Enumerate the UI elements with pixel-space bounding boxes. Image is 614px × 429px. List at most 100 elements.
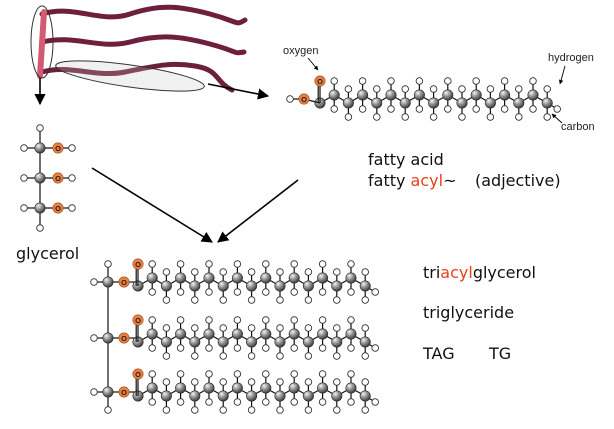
hydrogen-atom	[515, 113, 523, 121]
hydrogen-atom	[176, 398, 185, 406]
hydrogen-atom	[36, 124, 44, 132]
hydrogen-atom	[162, 268, 171, 276]
hydrogen-atom	[233, 316, 242, 324]
hydrogen-atom	[90, 278, 98, 286]
hydrogen-atom	[318, 316, 327, 324]
hydrogen-atom	[344, 113, 353, 121]
glycerol-highlight-ellipse	[30, 5, 54, 79]
arrow-glycerol-to-tag	[91, 167, 213, 243]
carbon-atom	[34, 142, 46, 154]
carbon-atom	[246, 336, 258, 348]
carbon-atom	[34, 172, 46, 184]
oxygen-symbol: O	[55, 204, 61, 213]
hydrogen-atom	[458, 85, 466, 93]
hydrogen-atom	[262, 344, 270, 352]
hydrogen-atom	[262, 398, 270, 406]
hydrogen-atom	[191, 324, 199, 332]
carbon-atom	[246, 280, 258, 292]
hydrogen-atom	[486, 85, 495, 93]
hydrogen-atom	[500, 105, 509, 113]
hydrogen-atom	[262, 370, 270, 378]
hydrogen-atom	[148, 316, 156, 324]
carbon-atom	[274, 390, 286, 402]
hydrogen-atom	[429, 113, 438, 121]
hydrogen-atom	[290, 344, 298, 352]
hydrogen-atom	[304, 378, 313, 386]
carbon-atom	[260, 328, 272, 340]
carbon-atom	[527, 89, 539, 101]
carbon-atom	[359, 336, 371, 348]
carbon-atom	[160, 280, 172, 292]
hydrogen-atom	[290, 288, 298, 296]
carbon-atom	[456, 97, 468, 109]
oxygen-atom	[52, 172, 64, 184]
hydrogen-atom	[233, 370, 242, 378]
hydrogen-atom	[330, 77, 338, 85]
hydrogen-atom	[162, 296, 171, 304]
label-tag: TAG	[423, 344, 455, 363]
label-tg: TG	[489, 344, 512, 363]
hydrogen-atom	[148, 370, 156, 378]
carbon-atom	[231, 272, 243, 284]
hydrogen-atom	[20, 144, 28, 152]
fatty-acid-highlight-ellipse	[55, 60, 205, 92]
hydrogen-atom	[176, 260, 185, 268]
chain-wave-3	[39, 61, 235, 93]
carbon-atom	[357, 89, 369, 101]
carbon-atom	[203, 328, 215, 340]
carbon-atom	[484, 97, 496, 109]
carbon-atom	[399, 97, 411, 109]
hydrogen-atom	[347, 260, 355, 268]
hydrogen-atom	[304, 352, 313, 360]
carbon-atom	[231, 382, 243, 394]
carbon-atom	[385, 89, 397, 101]
label-fatty-acyl: fatty acyl~	[368, 171, 457, 190]
carbon-atom	[175, 328, 187, 340]
oxygen-symbol: O	[135, 370, 141, 379]
carbon-atom	[34, 202, 46, 214]
carbon-atom	[302, 336, 314, 348]
hydrogen-atom	[371, 398, 379, 406]
carbon-atom	[175, 272, 187, 284]
carbon-atom	[345, 382, 357, 394]
carbon-atom	[146, 328, 158, 340]
hydrogen-atom	[333, 324, 341, 332]
hydrogen-atom	[276, 268, 284, 276]
arrows	[34, 78, 299, 243]
hydrogen-atom	[205, 316, 213, 324]
hydrogen-atom	[247, 406, 256, 414]
hydrogen-atom	[358, 105, 367, 113]
carbon-atom	[317, 328, 329, 340]
hydrogen-atom	[191, 352, 199, 360]
hydrogen-atom	[247, 296, 256, 304]
hydrogen-atom	[333, 378, 341, 386]
hydrogen-atom	[373, 113, 381, 121]
carbon-atom	[302, 280, 314, 292]
oxygen-atom	[132, 258, 144, 270]
chain-wave-2	[39, 34, 247, 56]
carbon-atom	[288, 382, 300, 394]
hydrogen-atom	[247, 352, 256, 360]
hydrogen-atom	[361, 296, 369, 304]
carbon-atom	[102, 332, 114, 344]
oxygen-symbol: O	[317, 77, 323, 86]
glycerol-backbone-bar	[37, 9, 47, 79]
carbon-atom	[331, 336, 343, 348]
oxygen-symbol: O	[121, 278, 127, 287]
carbon-atom	[189, 390, 201, 402]
oxygen-atom	[118, 332, 130, 344]
carbon-atom	[345, 272, 357, 284]
carbon-atom	[260, 272, 272, 284]
hydrogen-atom	[68, 144, 76, 152]
carbon-atom	[146, 272, 158, 284]
carbon-atom	[470, 89, 482, 101]
hydrogen-atom	[529, 105, 537, 113]
hydrogen-atom	[387, 77, 395, 85]
hydrogen-atom	[543, 113, 551, 121]
hydrogen-atom	[543, 85, 551, 93]
hydrogen-atom	[304, 406, 313, 414]
oxygen-symbol: O	[55, 174, 61, 183]
hydrogen-atom	[20, 204, 28, 212]
hydrogen-atom	[176, 344, 185, 352]
carbon-atom	[302, 390, 314, 402]
